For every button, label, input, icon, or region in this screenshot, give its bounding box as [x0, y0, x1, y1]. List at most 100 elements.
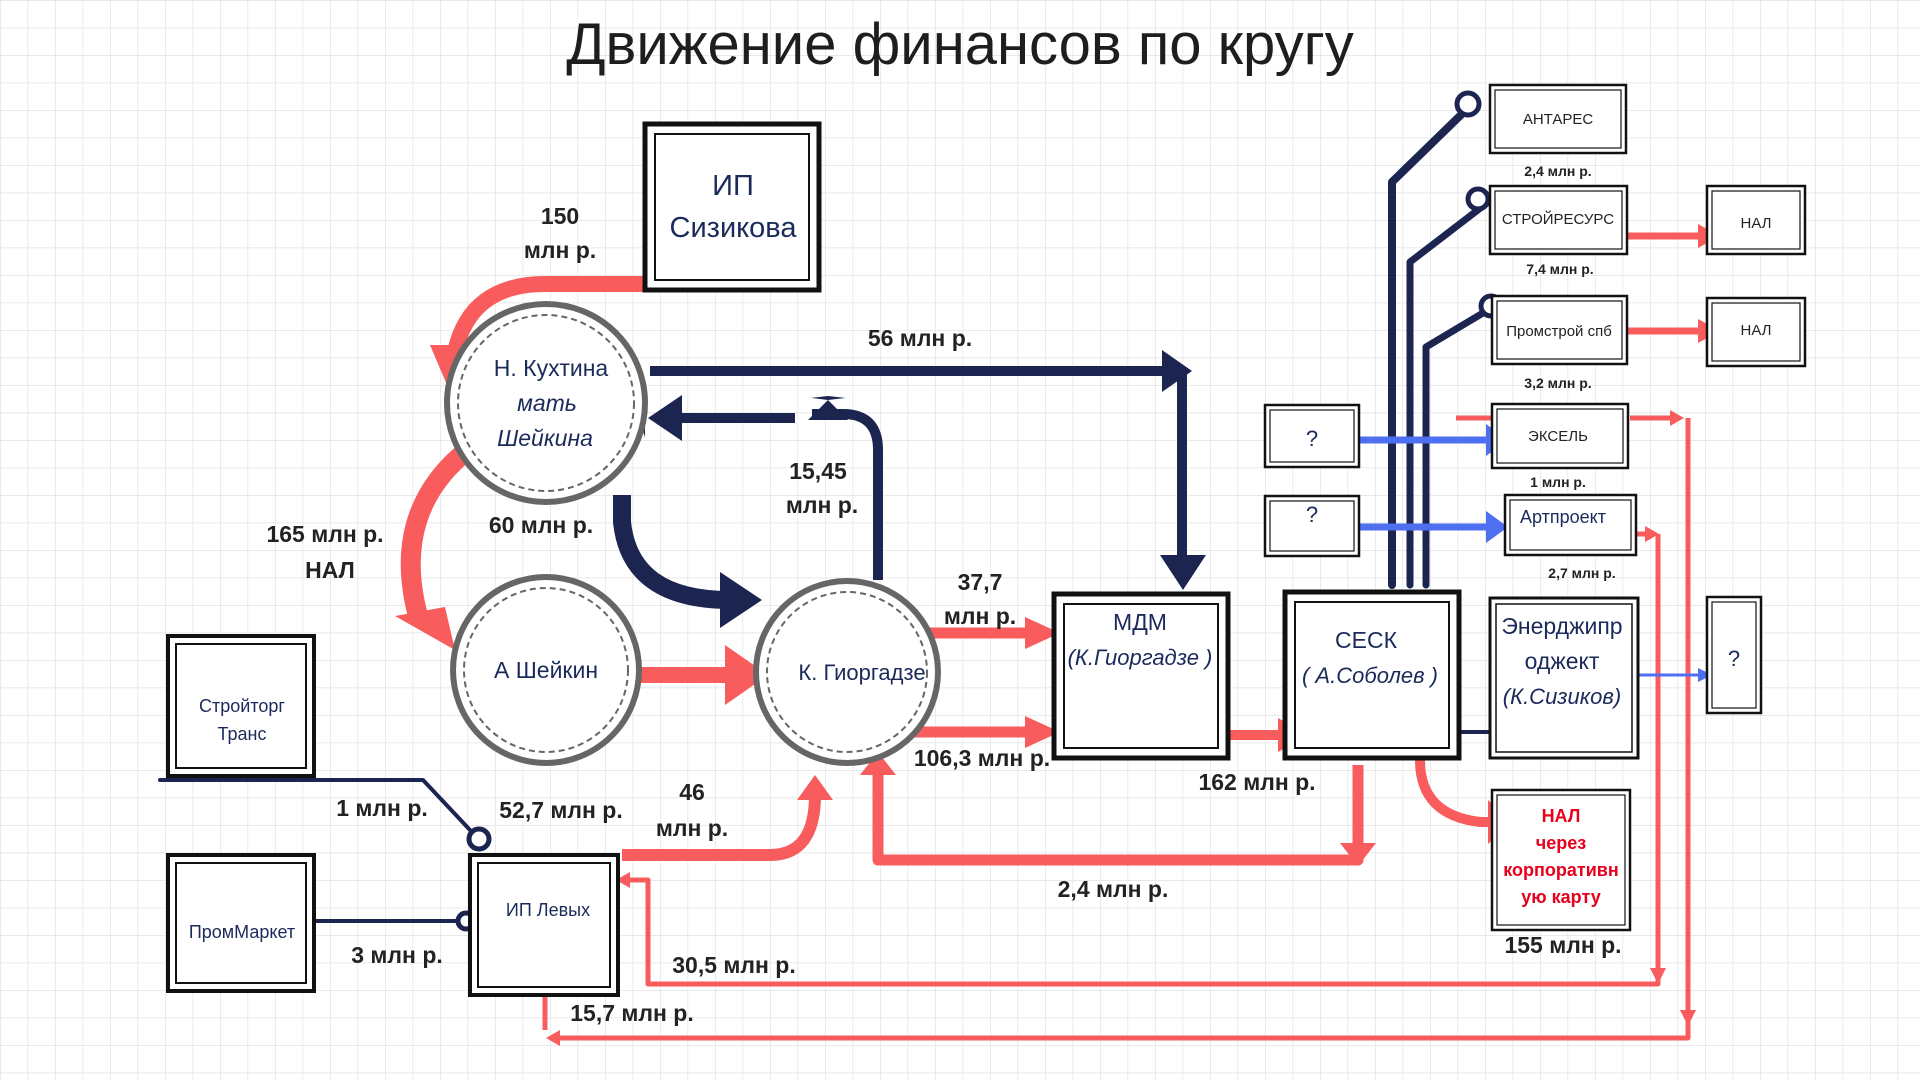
- node-nal1[interactable]: [1705, 184, 1807, 256]
- giorgadze-name: К. Гиоргадзе: [798, 660, 925, 685]
- stroyresurs-name: СТРОЙРЕСУРС: [1502, 210, 1614, 228]
- ip-levykh-name: ИП Левых: [506, 900, 590, 920]
- q3-mark: ?: [1728, 646, 1740, 671]
- node-eksel[interactable]: [1490, 402, 1630, 470]
- arrowhead-eksel-down: [1680, 1010, 1696, 1026]
- sesk-name: СЕСК: [1335, 627, 1398, 653]
- label-150-line1: 150: [541, 203, 579, 229]
- node-sheykin[interactable]: А Шейкин: [450, 574, 642, 766]
- label-165-line2: НАЛ: [305, 557, 355, 583]
- label-157: 15,7 млн р.: [570, 1000, 694, 1026]
- label-305: 30,5 млн р.: [672, 952, 796, 978]
- ip-sizikova-line1: ИП: [712, 170, 754, 202]
- stroytorg-line2: Транс: [218, 724, 267, 744]
- eksel-name: ЭКСЕЛЬ: [1528, 428, 1588, 445]
- artproekt-amount: 2,7 млн р.: [1548, 565, 1615, 581]
- label-1: 1 млн р.: [336, 795, 428, 821]
- node-promstroy[interactable]: [1490, 294, 1629, 366]
- mdm-owner: (К.Гиоргадзе ): [1068, 645, 1213, 670]
- antares-amount: 2,4 млн р.: [1524, 163, 1591, 179]
- arrow-sizikova-to-kukhtina: [447, 276, 643, 354]
- node-artproekt[interactable]: [1503, 493, 1638, 557]
- arrowhead-46: [797, 775, 833, 800]
- label-1063: 106,3 млн р.: [914, 745, 1050, 771]
- node-energ[interactable]: [1488, 596, 1640, 760]
- ip-sizikova-line2: Сизикова: [670, 212, 798, 244]
- arrowhead-mdm-down: [1160, 555, 1206, 590]
- node-kukhtina[interactable]: Н. Кухтина мать Шейкина: [444, 301, 648, 505]
- arrowhead-56: [1162, 350, 1192, 392]
- arrowhead-sheykin-giorgadze: [725, 645, 768, 705]
- stroyresurs-amount: 7,4 млн р.: [1526, 261, 1593, 277]
- label-46-line2: млн р.: [656, 815, 728, 841]
- mdm-name: МДМ: [1113, 609, 1167, 635]
- nal-card-line3: корпоративн: [1503, 860, 1618, 880]
- arrow-sesk-to-giorgadze: [872, 765, 1364, 866]
- node-mdm[interactable]: [1051, 591, 1231, 761]
- node-sesk[interactable]: [1282, 589, 1462, 761]
- label-24: 2,4 млн р.: [1058, 876, 1169, 902]
- energ-line1: Энерджипр: [1501, 613, 1622, 639]
- label-165-line1: 165 млн р.: [266, 521, 383, 547]
- arrowhead-into-levykh: [616, 872, 630, 888]
- arrow-artproekt-to-levykh: [630, 534, 1661, 987]
- node-q3[interactable]: [1705, 595, 1763, 715]
- arrowhead-377: [1025, 617, 1060, 649]
- nal2-name: НАЛ: [1740, 322, 1771, 339]
- stroytorg-connector-dot: [466, 826, 492, 852]
- arrow-kukhtina-to-giorgadze: [613, 495, 731, 609]
- arrow-levykh-to-giorgadze: [622, 794, 821, 861]
- energ-owner: (К.Сизиков): [1503, 684, 1621, 709]
- sesk-antares-line: [1388, 106, 1470, 589]
- arrowhead-24-down: [1340, 843, 1376, 866]
- arrow-sesk-to-nal-card: [1415, 759, 1490, 827]
- label-150-line2: млн р.: [524, 237, 596, 263]
- stroytorg-connector: [158, 778, 472, 832]
- label-162: 162 млн р.: [1198, 769, 1315, 795]
- diagram-title: Движение финансов по кругу: [566, 12, 1354, 77]
- arrow-kukhtina-to-sheykin: [400, 440, 477, 619]
- q2-mark: ?: [1306, 502, 1318, 527]
- node-giorgadze[interactable]: К. Гиоргадзе: [753, 578, 941, 766]
- stroytorg-line1: Стройторг: [199, 696, 285, 716]
- arrowhead-to-levykh-bottom: [546, 1030, 560, 1046]
- label-56: 56 млн р.: [868, 325, 972, 351]
- arrowhead-eksel-out: [1670, 410, 1684, 426]
- nal-card-line1: НАЛ: [1542, 806, 1581, 826]
- artproekt-name: Артпроект: [1520, 507, 1606, 527]
- arrowhead-24-up: [860, 752, 896, 775]
- node-prommarket[interactable]: [166, 853, 316, 993]
- arrowhead-165: [395, 607, 455, 650]
- antares-name: АНТАРЕС: [1523, 111, 1594, 128]
- kukhtina-role: мать: [517, 390, 577, 416]
- node-q2[interactable]: [1263, 494, 1361, 558]
- node-nal2[interactable]: [1705, 296, 1807, 368]
- arrowhead-1545: [810, 396, 846, 398]
- antares-connector-dot: [1454, 90, 1482, 118]
- label-46-line1: 46: [679, 779, 705, 805]
- eksel-amount: 1 млн р.: [1530, 474, 1586, 490]
- node-ip-levykh[interactable]: [468, 853, 620, 997]
- nal-card-line2: через: [1536, 833, 1586, 853]
- node-ip-sizikova[interactable]: [642, 121, 822, 293]
- node-stroyresurs[interactable]: [1488, 184, 1629, 256]
- label-1545-line1: 15,45: [789, 458, 847, 484]
- prommarket-name: ПромМаркет: [189, 922, 295, 942]
- label-3: 3 млн р.: [351, 942, 443, 968]
- arrowhead-q2: [1486, 511, 1508, 543]
- stroyresurs-connector-dot: [1465, 186, 1491, 212]
- energ-line2: оджект: [1525, 648, 1600, 674]
- node-stroytorg[interactable]: [166, 634, 316, 778]
- arrowhead-1063: [1025, 716, 1060, 748]
- arrowhead-to-giorgadze: [720, 572, 762, 628]
- promstroy-name: Промстрой спб: [1506, 323, 1612, 340]
- node-q1[interactable]: [1263, 403, 1361, 469]
- node-nal-card[interactable]: [1490, 788, 1632, 932]
- label-60: 60 млн р.: [489, 512, 593, 538]
- label-155: 155 млн р.: [1504, 932, 1621, 958]
- node-antares[interactable]: [1488, 83, 1628, 155]
- nal-card-line4: ую карту: [1521, 887, 1600, 907]
- sesk-promstroy-line: [1422, 306, 1492, 589]
- arrowhead-1545-up: [812, 398, 845, 400]
- promstroy-amount: 3,2 млн р.: [1524, 375, 1591, 391]
